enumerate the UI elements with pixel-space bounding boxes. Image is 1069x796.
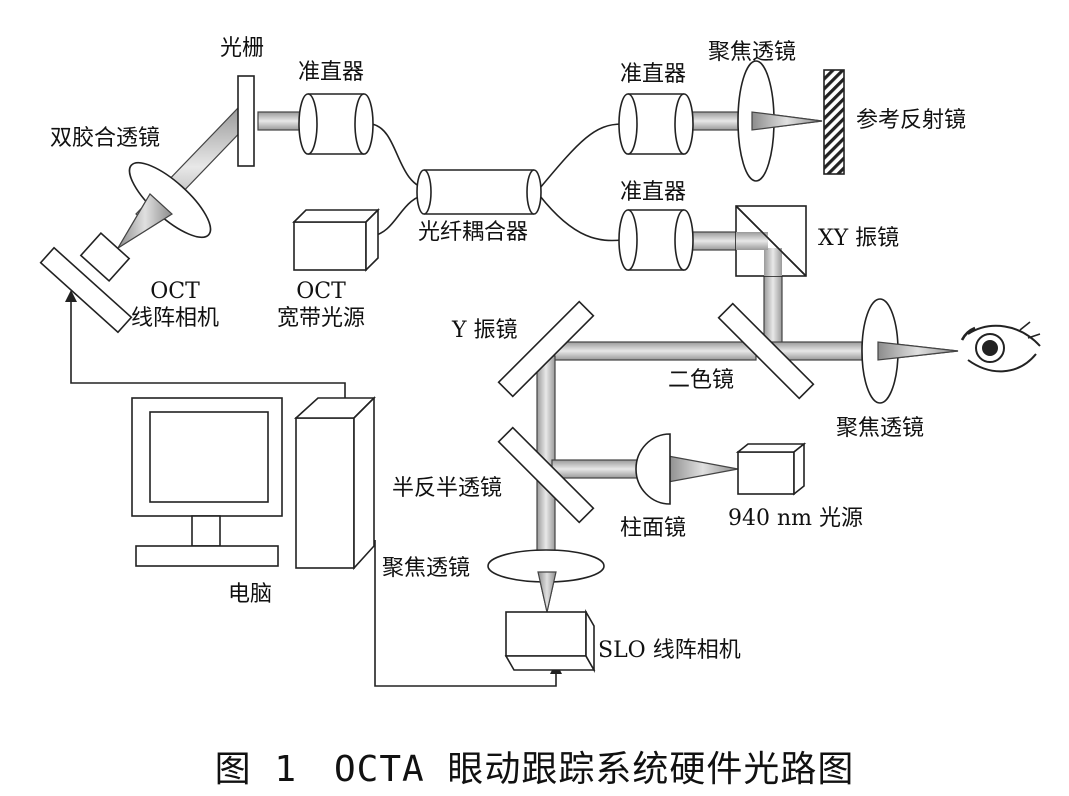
fiber-to-ref <box>539 123 623 189</box>
computer-icon <box>131 396 376 571</box>
collimator-1 <box>298 93 374 155</box>
wire-pc-oct-camera <box>70 300 346 398</box>
label-focus-lens-ref: 聚焦透镜 <box>708 40 797 65</box>
label-xy-galvo: XY 振镜 <box>818 226 900 251</box>
source-940-box <box>735 442 807 496</box>
fiber-coupler <box>416 169 542 215</box>
cone-cyl <box>667 455 739 483</box>
dichroic-mirror <box>717 302 815 400</box>
label-dichroic: 二色镜 <box>668 368 735 393</box>
monitor-screen <box>149 411 269 503</box>
eye-icon <box>960 321 1041 373</box>
label-cyl-lens: 柱面镜 <box>620 516 687 541</box>
fiber-to-sample <box>539 195 623 242</box>
figure-caption: 图 1 OCTA 眼动跟踪系统硬件光路图 <box>214 749 855 790</box>
oct-camera-body <box>79 232 131 282</box>
xy-galvo <box>735 205 807 277</box>
grating <box>237 75 255 167</box>
pc-tower-side <box>353 396 375 571</box>
label-oct-camera-line2: 线阵相机 <box>130 306 219 331</box>
beam-splitter-cyl <box>551 459 639 479</box>
label-collimator-2: 准直器 <box>620 62 687 87</box>
collimator-2 <box>618 93 694 155</box>
label-oct-source-line1: OCT <box>296 279 346 304</box>
label-oct-source: OCT 宽带光源 <box>266 278 376 332</box>
label-y-galvo: Y 振镜 <box>452 318 518 343</box>
oct-camera-mount <box>39 246 133 334</box>
label-grating: 光栅 <box>220 36 265 61</box>
cylindrical-lens <box>635 433 671 505</box>
label-computer: 电脑 <box>228 582 273 607</box>
mirrors <box>39 246 815 524</box>
label-beam-splitter: 半反半透镜 <box>392 476 503 501</box>
beam-dichroic-ygalvo <box>545 341 757 361</box>
label-doublet-lens: 双胶合透镜 <box>50 126 161 151</box>
label-940-source: 940 nm 光源 <box>728 506 864 531</box>
y-galvo-mirror <box>497 300 595 398</box>
label-collimator-1: 准直器 <box>298 60 365 85</box>
reference-mirror <box>823 69 845 175</box>
label-fiber-coupler: 光纤耦合器 <box>418 220 529 245</box>
pc-tower-front <box>295 417 355 569</box>
monitor-neck <box>191 515 221 547</box>
label-slo-camera: SLO 线阵相机 <box>598 638 741 663</box>
monitor-base <box>135 545 279 567</box>
beam-splitter <box>497 426 595 524</box>
slo-camera-box <box>504 608 596 674</box>
wire-pc-slo-camera <box>374 540 557 687</box>
label-focus-lens-eye: 聚焦透镜 <box>836 416 925 441</box>
label-ref-mirror: 参考反射镜 <box>856 108 967 133</box>
label-oct-camera-line1: OCT <box>150 279 200 304</box>
label-oct-source-line2: 宽带光源 <box>276 306 365 331</box>
collimator-3 <box>618 209 694 271</box>
label-oct-camera: OCT 线阵相机 <box>120 278 230 332</box>
label-collimator-3: 准直器 <box>620 180 687 205</box>
oct-source-box <box>292 208 380 272</box>
label-focus-lens-slo: 聚焦透镜 <box>382 556 471 581</box>
